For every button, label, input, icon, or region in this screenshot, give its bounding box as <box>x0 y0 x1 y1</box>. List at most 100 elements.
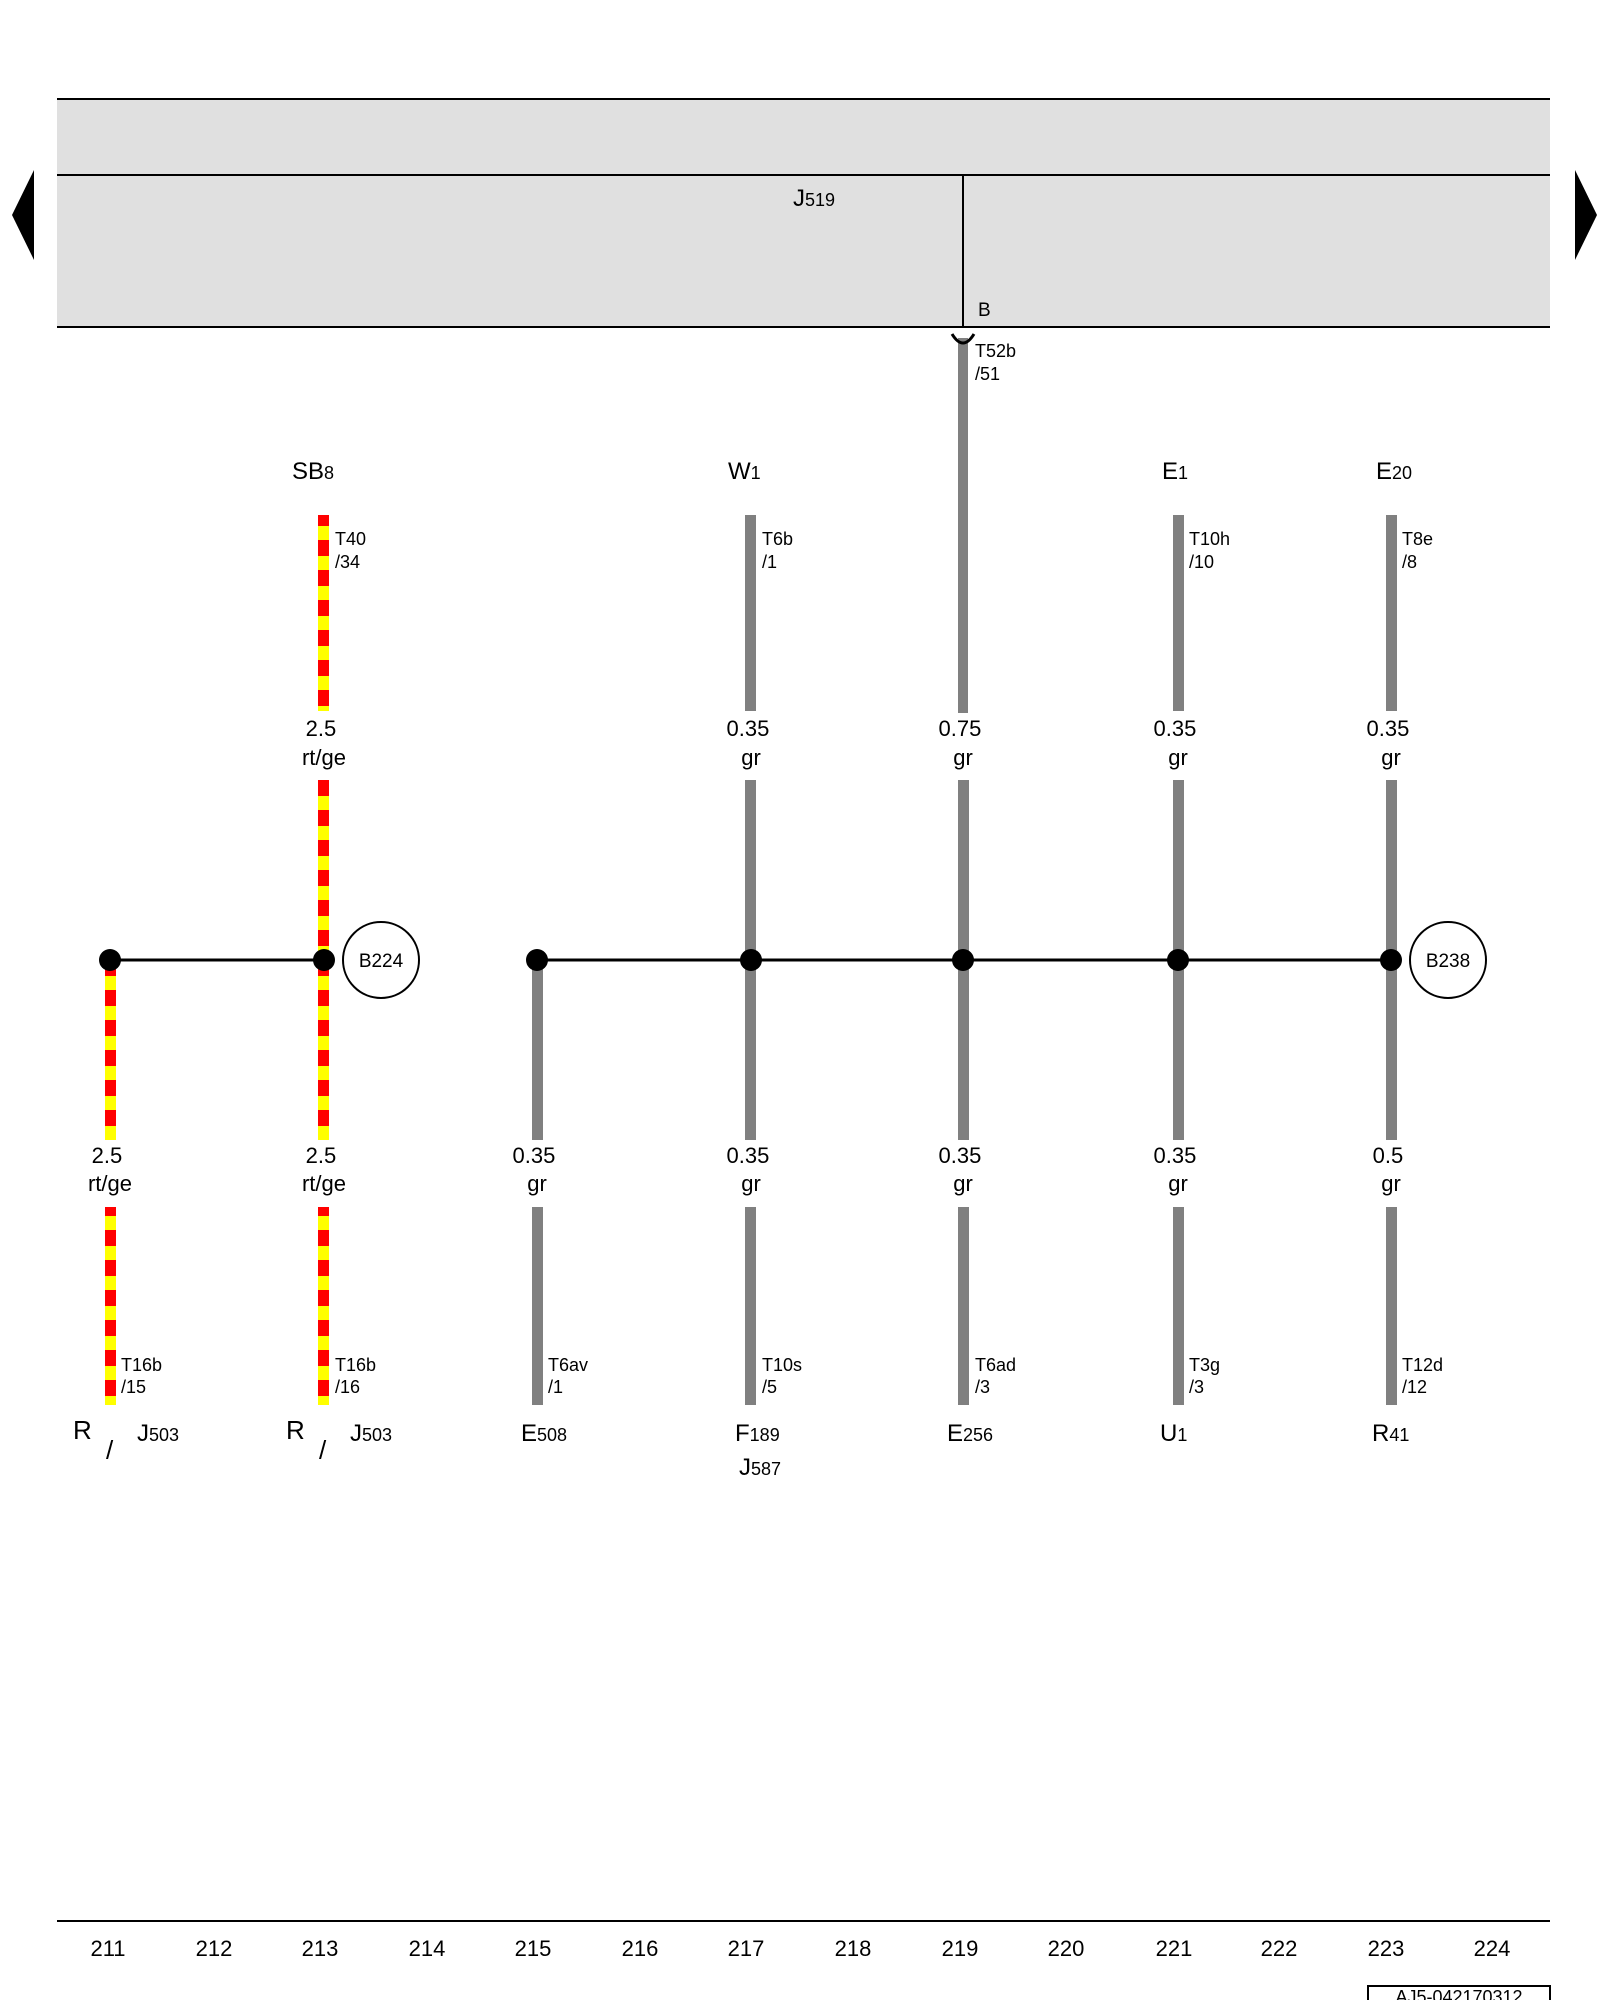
splice-b238: B238 <box>1409 921 1487 999</box>
wire-e20-top <box>1386 515 1397 711</box>
wire-r-j503-b-lower <box>318 960 329 1140</box>
control-unit-box <box>57 99 1550 327</box>
connector-label-t8e: T8e /8 <box>1402 529 1438 572</box>
wire-w1-middle <box>745 780 756 960</box>
footer-code-box <box>1367 1985 1551 2000</box>
wire-u1-bottom <box>1173 1207 1184 1405</box>
wire-label-w1: 0.35 gr <box>727 716 776 770</box>
wire-w1-top <box>745 515 756 711</box>
wire-label-e508: 0.35 gr <box>513 1143 562 1196</box>
track-number: 220 <box>1048 1936 1085 1961</box>
current-track-numbers: 211 212 213 214 215 216 217 218 219 220 … <box>90 1936 1510 1961</box>
component-label-sb8: SB8 <box>292 458 334 485</box>
component-label-r-j503-b-prefix: R <box>286 1415 305 1445</box>
connector-label-t6av: T6av /1 <box>548 1355 593 1397</box>
wire-e508-bottom <box>532 1207 543 1405</box>
track-number: 223 <box>1368 1936 1405 1961</box>
connector-label-t40: T40 /34 <box>335 529 371 572</box>
wire-u1-lower <box>1173 960 1184 1140</box>
wire-e256-lower <box>958 960 969 1140</box>
track-number: 214 <box>409 1936 446 1961</box>
wire-e1-middle <box>1173 780 1184 960</box>
component-label-u1: U1 <box>1160 1420 1187 1447</box>
wire-f189-bottom <box>745 1207 756 1405</box>
track-number: 224 <box>1474 1936 1511 1961</box>
component-label-e508: E508 <box>521 1420 567 1447</box>
wire-label-sb8: 2.5 rt/ge <box>302 716 346 770</box>
component-label-r-j503-a: J503 <box>137 1420 179 1447</box>
wire-j519-middle <box>958 780 969 960</box>
wire-r-j503-a-lower <box>105 960 116 1140</box>
wire-label-f189: 0.35 gr <box>727 1143 776 1196</box>
connector-label-t6ad: T6ad /3 <box>975 1355 1021 1397</box>
component-label-w1: W1 <box>728 458 761 485</box>
wire-label-e1: 0.35 gr <box>1154 716 1203 770</box>
track-number: 211 <box>90 1936 125 1961</box>
junction-dot <box>99 949 121 971</box>
connector-label-t16b-15: T16b /15 <box>121 1355 167 1397</box>
connector-label-t6b: T6b /1 <box>762 529 798 572</box>
junction-dot <box>1380 949 1402 971</box>
wire-label-u1: 0.35 gr <box>1154 1143 1203 1196</box>
footer-code: AJ5-042170312 <box>1395 1987 1522 2000</box>
wire-e1-top <box>1173 515 1184 711</box>
junction-dot <box>1167 949 1189 971</box>
wire-label-e256: 0.35 gr <box>939 1143 988 1196</box>
wire-r41-lower <box>1386 960 1397 1140</box>
connector-label-t16b-16: T16b /16 <box>335 1355 381 1397</box>
wire-label-r-j503-b: 2.5 rt/ge <box>302 1143 346 1196</box>
component-label-r-j503-b-slash: / <box>319 1435 327 1465</box>
junction-dot <box>526 949 548 971</box>
splice-b224: B224 <box>342 921 420 999</box>
component-label-e20: E20 <box>1376 458 1412 485</box>
component-label-e1: E1 <box>1162 458 1188 485</box>
track-number: 218 <box>835 1936 872 1961</box>
wire-f189-lower <box>745 960 756 1140</box>
track-number: 212 <box>196 1936 233 1961</box>
next-page-arrow[interactable] <box>1575 170 1597 260</box>
component-label-e256: E256 <box>947 1420 993 1447</box>
junction-dot <box>740 949 762 971</box>
wire-e20-middle <box>1386 780 1397 960</box>
connector-label-t3g: T3g /3 <box>1189 1355 1225 1397</box>
wire-e256-bottom <box>958 1207 969 1405</box>
track-number: 219 <box>942 1936 979 1961</box>
previous-page-arrow[interactable] <box>12 170 34 260</box>
wire-label-r41: 0.5 gr <box>1373 1143 1410 1196</box>
connector-label-j519: T52b /51 <box>975 341 1021 384</box>
connector-label-t10s: T10s /5 <box>762 1355 807 1397</box>
wire-r-j503-b-bottom <box>318 1207 329 1405</box>
junction-dot <box>313 949 335 971</box>
wire-label-r-j503-a: 2.5 rt/ge <box>88 1143 132 1196</box>
connector-pin-label: B <box>978 300 991 321</box>
wire-r41-bottom <box>1386 1207 1397 1405</box>
component-label-f189: F189 <box>735 1420 780 1447</box>
component-label-r-j503-a-slash: / <box>106 1435 114 1465</box>
component-label-r41: R41 <box>1372 1420 1409 1447</box>
track-number: 215 <box>515 1936 552 1961</box>
control-unit-label: J519 <box>793 185 835 212</box>
connector-label-t10h: T10h /10 <box>1189 529 1235 572</box>
track-number: 221 <box>1156 1936 1193 1961</box>
connector-socket-icon <box>950 333 976 345</box>
wire-label-j519: 0.75 gr <box>939 716 988 770</box>
wire-sb8-middle <box>318 780 329 960</box>
wire-label-e20: 0.35 gr <box>1367 716 1416 770</box>
wire-j519-upper <box>958 338 968 713</box>
connector-label-t12d: T12d /12 <box>1402 1355 1448 1397</box>
track-number: 222 <box>1261 1936 1298 1961</box>
track-number: 216 <box>622 1936 659 1961</box>
track-number: 217 <box>728 1936 765 1961</box>
track-number: 213 <box>302 1936 339 1961</box>
junction-dots <box>99 949 1402 971</box>
component-label-r-j503-a-prefix: R <box>73 1415 92 1445</box>
svg-text:B224: B224 <box>359 951 404 972</box>
component-label-j587: J587 <box>739 1454 781 1481</box>
svg-text:B238: B238 <box>1426 951 1470 972</box>
wire-e508-lower <box>532 960 543 1140</box>
junction-dot <box>952 949 974 971</box>
wire-sb8-top <box>318 515 329 711</box>
component-label-r-j503-b: J503 <box>350 1420 392 1447</box>
wire-r-j503-a-bottom <box>105 1207 116 1405</box>
